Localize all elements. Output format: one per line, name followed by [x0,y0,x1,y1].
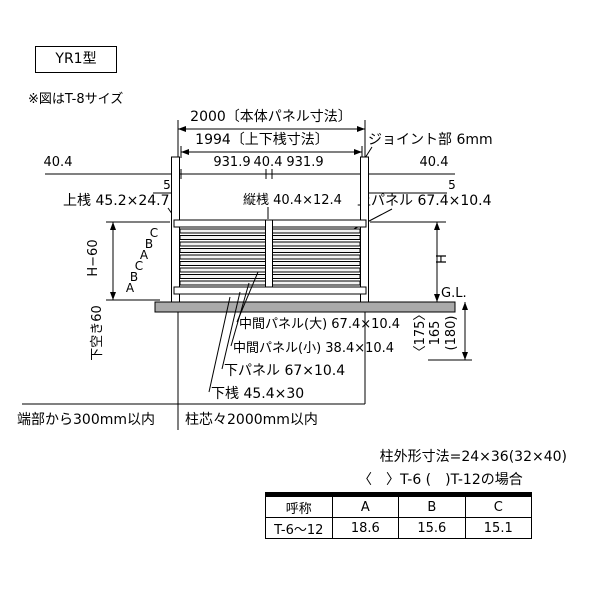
label-mid-panel-large: 中間パネル(大) 67.4×10.4 [239,317,400,332]
arrowhead [178,126,186,132]
segment-dim-line [45,169,455,179]
dim-joint: ジョイント部 6mm [368,132,493,148]
dim-h: H [435,254,450,264]
callout-leaders [208,271,259,393]
ground-line-band [154,301,456,313]
cell-c: 15.1 [464,517,533,539]
dim-bottom-gap: 下空き60 [90,305,105,361]
cell-b: 15.6 [398,517,466,539]
dim-line-h [370,221,446,302]
dim-line-1994 [181,146,373,159]
header-a: A [331,494,400,518]
arrowhead [462,302,468,310]
dim-line-embed [428,302,472,361]
dim-left-panel-width: 931.9 [213,155,250,170]
bracket-case-note: 〈 〉T-6 ( )T-12の場合 [358,472,523,488]
pitch-letter: A [140,248,149,262]
arrowhead [181,149,189,155]
pitch-letter: B [130,270,138,284]
label-mid-panel-small: 中間パネル(小) 38.4×10.4 [233,341,394,356]
arrowhead [357,126,365,132]
note-post-pitch: 柱芯々2000mm以内 [185,412,318,428]
header-name: 呼称 [265,494,333,518]
dim-gap-right: 5 [448,178,456,192]
post-outer-dim-note: 柱外形寸法=24×36(32×40) [379,449,567,465]
label-top-rail: 上桟 45.2×24.7 [63,193,170,209]
arrowhead [110,292,116,300]
header-b: B [398,494,466,518]
fence-body [171,156,369,313]
label-vertical-rail: 縦桟 40.4×12.4 [243,193,342,208]
pitch-letters: C B A C B A [126,226,158,295]
pitch-letter: C [150,226,158,240]
center-vertical-rail [265,219,273,295]
header-c: C [464,494,533,518]
label-bottom-rail: 下桟 45.4×30 [211,386,304,402]
table-row: T-6〜12 18.6 15.6 15.1 [265,517,533,539]
extension-lines [177,120,366,158]
dim-right-panel-width: 931.9 [286,155,323,170]
segment-dim-texts: 40.4 931.9 40.4 931.9 40.4 [44,155,449,170]
dim-body-panel: 2000〔本体パネル寸法〕 [190,109,352,125]
pitch-letter: B [145,237,153,251]
dim-rail-span: 1994〔上下桟寸法〕 [195,132,329,148]
arrowhead [434,294,440,302]
pitch-spec-table: 呼称 A B C T-6〜12 18.6 15.6 15.1 [265,492,533,539]
dim-h-minus-60: H−60 [86,239,101,276]
bottom-span-lines [22,312,366,430]
dim-left-post-width: 40.4 [44,155,73,170]
dim-gap-left: 5 [163,178,171,192]
dim-embed-t6: 〈175〉 [413,308,428,359]
label-bottom-panel: 下パネル 67×10.4 [224,363,345,379]
arrowhead [110,222,116,230]
dim-center-rail-width: 40.4 [254,155,283,170]
table-header-row: 呼称 A B C [265,494,533,518]
cell-name: T-6〜12 [265,517,333,539]
note-end-distance: 端部から300mm以内 [17,412,155,428]
pitch-letter: C [135,259,143,273]
cell-a: 18.6 [331,517,400,539]
model-title: YR1型 [55,51,97,67]
size-note: ※図はT-8サイズ [28,92,124,107]
dim-embed-standard: 165 [428,321,443,346]
dim-line-h-minus-60 [106,221,170,301]
bottom-rail [173,286,367,295]
pitch-letter: A [126,281,135,295]
arrowhead [462,352,468,360]
arrowhead [434,222,440,230]
dim-embed-t12: (180) [444,316,459,351]
label-gl: G.L. [441,286,467,301]
arrowhead [354,149,362,155]
model-title-box: YR1型 [35,46,117,73]
label-top-panel: 上パネル 67.4×10.4 [357,193,492,209]
dim-right-post-width: 40.4 [420,155,449,170]
